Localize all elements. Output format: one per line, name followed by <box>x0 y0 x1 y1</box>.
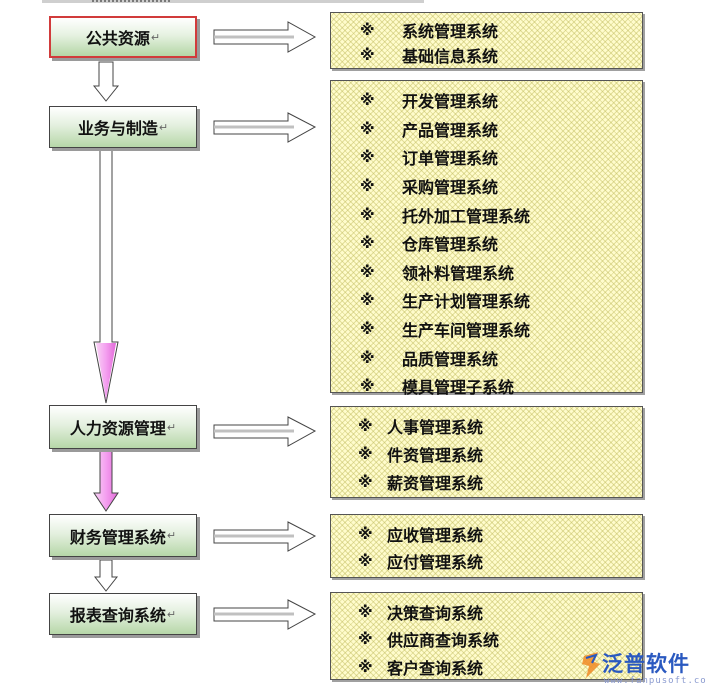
reference-mark-icon: ※ <box>360 377 375 396</box>
item-label: 人事管理系统 <box>387 418 484 437</box>
down-arrow-2 <box>93 148 119 404</box>
item-label: 生产计划管理系统 <box>402 292 531 312</box>
paragraph-mark-icon: ↵ <box>166 529 177 542</box>
item-label: 托外加工管理系统 <box>402 206 531 226</box>
item-label: 决策查询系统 <box>387 603 484 623</box>
reference-mark-icon: ※ <box>360 45 375 64</box>
list-item: ※ 产品管理系统 <box>331 115 642 144</box>
category-label: 公共资源 <box>85 29 150 48</box>
list-item: ※ 系统管理系统 <box>331 17 642 42</box>
reference-mark-icon: ※ <box>358 473 373 491</box>
item-label: 供应商查询系统 <box>387 631 500 651</box>
category-label: 业务与制造 <box>77 119 158 138</box>
reference-mark-icon: ※ <box>360 91 375 110</box>
item-label: 应收管理系统 <box>387 525 484 545</box>
paragraph-mark-icon: ↵ <box>150 30 161 44</box>
reference-mark-icon: ※ <box>360 20 375 39</box>
subsystem-panel-business-manufacturing: ※ 开发管理系统 ※ 产品管理系统 ※ 订单管理系统 ※ 采购管理系统 ※ 托外加工管理系… <box>330 80 643 397</box>
reference-mark-icon: ※ <box>360 348 375 367</box>
item-label: 系统管理系统 <box>402 21 499 41</box>
reference-mark-icon: ※ <box>360 119 375 138</box>
list-item: ※ 领补料管理系统 <box>331 258 642 287</box>
subsystem-panel-finance: ※ 应收管理系统 ※ 应付管理系统 <box>330 514 643 578</box>
list-item: ※ 客户查询系统 <box>331 653 642 681</box>
item-label: 订单管理系统 <box>402 149 499 169</box>
reference-mark-icon: ※ <box>360 177 375 196</box>
item-label: 品质管理系统 <box>402 349 499 369</box>
list-item: ※ 供应商查询系统 <box>331 626 642 654</box>
paragraph-mark-icon: ↵ <box>158 120 169 134</box>
reference-mark-icon: ※ <box>360 262 375 281</box>
list-item: ※ 件资管理系统 <box>331 440 642 468</box>
list-item: ※ 薪资管理系统 <box>331 468 642 496</box>
reference-mark-icon: ※ <box>360 148 375 167</box>
subsystem-panel-hr: ※ 人事管理系统 ※ 件资管理系统 ※ 薪资管理系统 <box>330 406 643 498</box>
item-label: 客户查询系统 <box>387 658 484 678</box>
paragraph-mark-icon: ↵ <box>166 607 177 621</box>
reference-mark-icon: ※ <box>360 291 375 310</box>
category-box-finance: 财务管理系统↵ <box>49 514 197 557</box>
reference-mark-icon: ※ <box>358 524 373 543</box>
reference-mark-icon: ※ <box>358 417 373 435</box>
logo-name: 泛普软件 <box>602 652 690 676</box>
reference-mark-icon: ※ <box>360 234 375 253</box>
down-arrow-3 <box>93 450 119 512</box>
reference-mark-icon: ※ <box>358 551 373 570</box>
category-box-business-manufacturing: 业务与制造↵ <box>49 106 197 148</box>
logo-url: www.fanpusoft.com <box>604 676 706 686</box>
list-item: ※ 仓库管理系统 <box>331 229 642 258</box>
item-label: 件资管理系统 <box>387 446 484 465</box>
category-box-public-resources: 公共资源↵ <box>49 16 197 58</box>
down-arrow-4 <box>93 559 119 592</box>
list-item: ※ 应付管理系统 <box>331 547 642 574</box>
list-item: ※ 品质管理系统 <box>331 343 642 372</box>
list-item: ※ 应收管理系统 <box>331 520 642 547</box>
list-item: ※ 基础信息系统 <box>331 42 642 67</box>
item-label: 薪资管理系统 <box>387 474 484 493</box>
category-label: 报表查询系统 <box>69 606 166 625</box>
reference-mark-icon: ※ <box>358 630 373 649</box>
list-item: ※ 托外加工管理系统 <box>331 200 642 229</box>
item-label: 领补料管理系统 <box>402 263 515 283</box>
fanpu-logo: 泛普软件 www.fanpusoft.com <box>580 648 706 690</box>
reference-mark-icon: ※ <box>360 320 375 339</box>
top-rule <box>42 0 424 3</box>
list-item: ※ 开发管理系统 <box>331 86 642 115</box>
item-label: 产品管理系统 <box>402 120 499 140</box>
item-label: 开发管理系统 <box>402 92 499 112</box>
category-box-reports: 报表查询系统↵ <box>49 593 197 635</box>
reference-mark-icon: ※ <box>358 445 373 463</box>
reference-mark-icon: ※ <box>358 602 373 621</box>
paragraph-mark-icon: ↵ <box>166 420 177 434</box>
item-label: 采购管理系统 <box>402 178 499 198</box>
fanpu-logo-icon <box>582 652 600 678</box>
category-box-hr-management: 人力资源管理↵ <box>49 405 197 449</box>
item-label: 应付管理系统 <box>387 552 484 572</box>
reference-mark-icon: ※ <box>358 657 373 676</box>
list-item: ※ 生产车间管理系统 <box>331 315 642 344</box>
item-label: 生产车间管理系统 <box>402 321 531 341</box>
reference-mark-icon: ※ <box>360 205 375 224</box>
item-label: 仓库管理系统 <box>402 235 499 255</box>
list-item: ※ 决策查询系统 <box>331 598 642 626</box>
category-label: 人力资源管理 <box>69 419 166 438</box>
subsystem-panel-public-resources: ※ 系统管理系统 ※ 基础信息系统 <box>330 12 643 69</box>
list-item: ※ 订单管理系统 <box>331 143 642 172</box>
item-label: 基础信息系统 <box>402 46 499 66</box>
category-label: 财务管理系统 <box>69 527 166 547</box>
list-item: ※ 生产计划管理系统 <box>331 286 642 315</box>
list-item: ※ 模具管理子系统 <box>331 372 642 401</box>
list-item: ※ 采购管理系统 <box>331 172 642 201</box>
item-label: 模具管理子系统 <box>402 378 515 398</box>
top-dotted-rule <box>92 0 170 2</box>
down-arrow-2-head <box>96 343 116 400</box>
list-item: ※ 人事管理系统 <box>331 412 642 440</box>
down-arrow-1 <box>92 61 120 102</box>
